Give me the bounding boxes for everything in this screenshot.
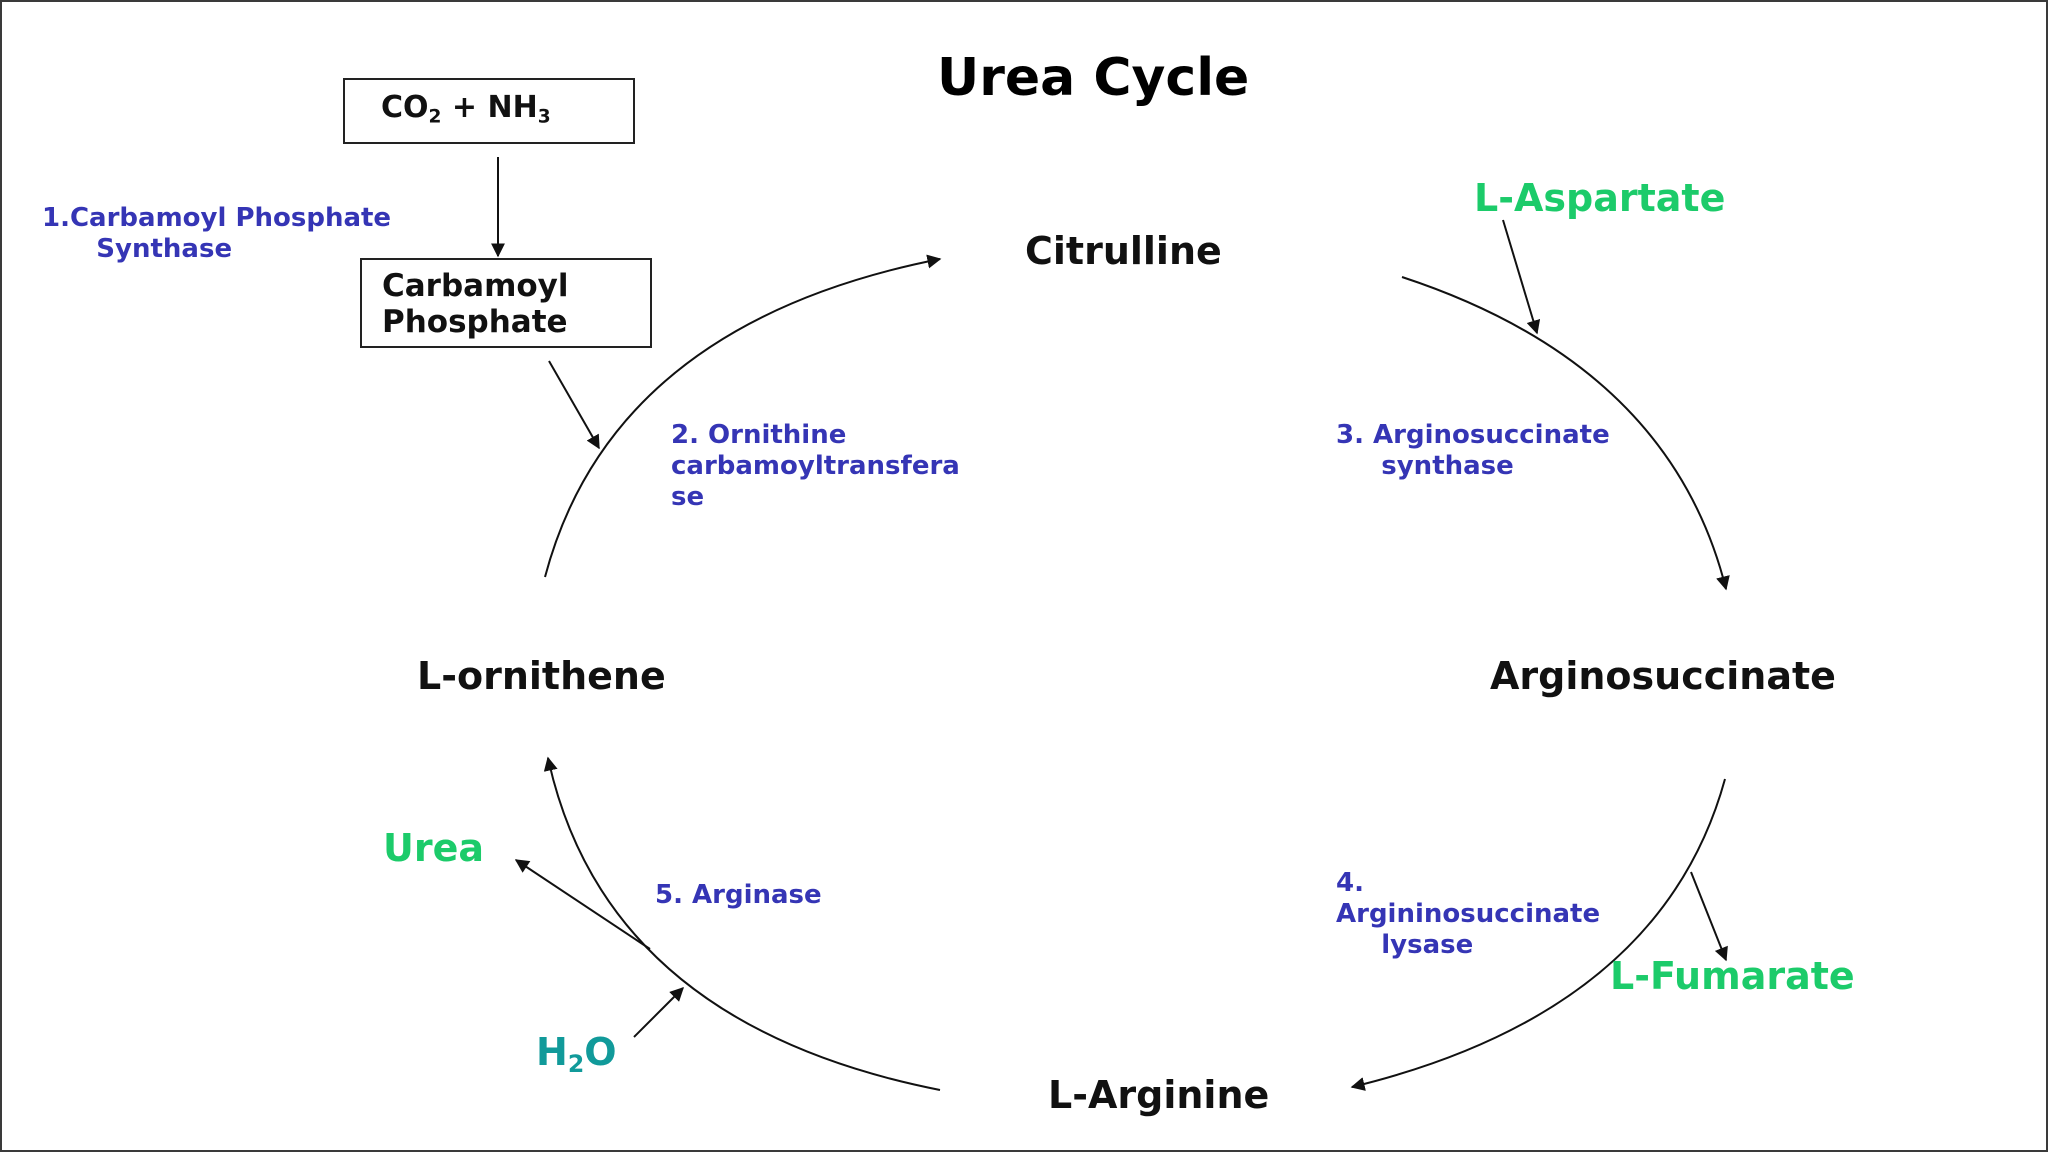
arrow-urea-out <box>514 859 651 950</box>
arginosuccinate-label: Arginosuccinate <box>1490 654 1836 698</box>
arrow-fumarate-out <box>1690 871 1728 962</box>
arrow-water-in <box>633 987 684 1038</box>
arc-citrulline-to-arginosuccinate <box>1401 276 1730 591</box>
l-arginine-label: L-Arginine <box>1048 1073 1270 1117</box>
co2-subscript: 2 <box>428 106 442 128</box>
nh3-subscript: 3 <box>537 106 551 128</box>
carbamoyl-phosphate-label: Carbamoyl Phosphate <box>382 268 569 340</box>
enzyme-2-label: 2. Ornithine carbamoyltransfera se <box>671 420 960 512</box>
inputs-formula: CO2 + NH3 <box>381 90 551 128</box>
l-aspartate-label: L-Aspartate <box>1474 176 1726 220</box>
page-title: Urea Cycle <box>937 48 1250 108</box>
l-ornithene-label: L-ornithene <box>417 654 666 698</box>
arc-arginosuccinate-to-arginine <box>1350 778 1726 1091</box>
arc-arginine-to-ornithine <box>543 756 941 1091</box>
enzyme-4-label: 4. Argininosuccinate lysase <box>1336 868 1601 960</box>
urea-label: Urea <box>383 826 485 870</box>
carbamoyl-phosphate-box: Carbamoyl Phosphate <box>360 258 652 348</box>
inputs-box: CO2 + NH3 <box>343 78 635 144</box>
nh3-text: NH <box>487 90 538 125</box>
enzyme-5-label: 5. Arginase <box>655 880 822 910</box>
plus-sign: + <box>441 90 488 125</box>
l-fumarate-label: L-Fumarate <box>1610 954 1855 998</box>
arrow-carbamoyl-to-cycle <box>548 360 600 450</box>
citrulline-label: Citrulline <box>1025 229 1222 273</box>
enzyme-1-label: 1.Carbamoyl Phosphate Synthase <box>42 203 392 264</box>
arrow-aspartate-in <box>1502 219 1541 335</box>
water-h: H <box>536 1030 568 1074</box>
water-o: O <box>584 1030 617 1074</box>
arc-ornithine-to-citrulline <box>544 254 942 578</box>
water-subscript: 2 <box>567 1050 585 1079</box>
enzyme-3-label: 3. Arginosuccinate synthase <box>1336 420 1610 481</box>
co2-text: CO <box>381 90 429 125</box>
water-label: H2O <box>536 1030 617 1078</box>
